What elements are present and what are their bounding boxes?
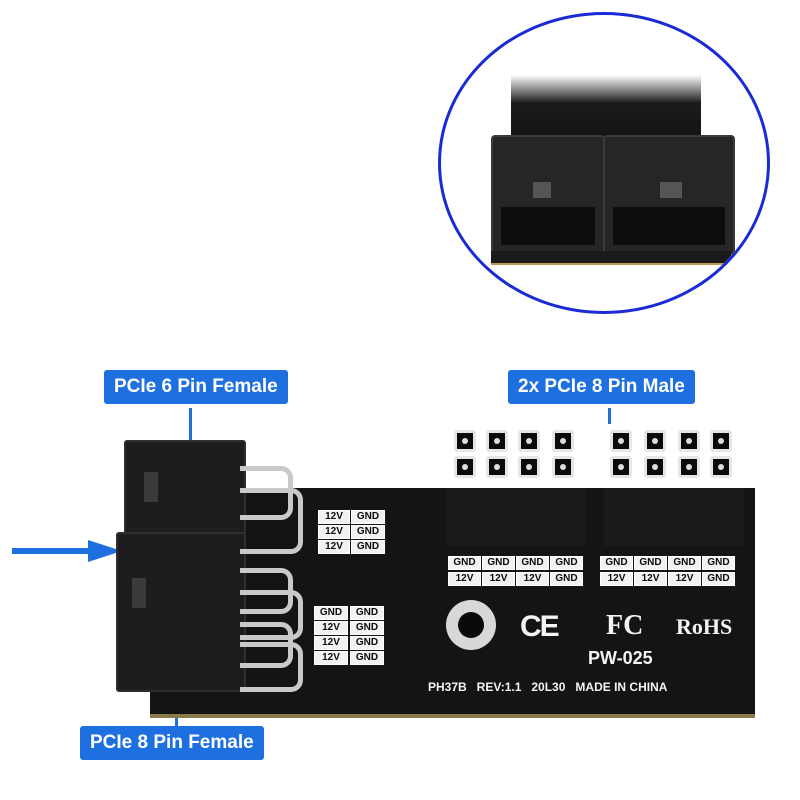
pin-label: GND (600, 556, 633, 570)
zoom-6pin-connector (491, 135, 605, 255)
board-info-line: PH37B REV:1.1 20L30 MADE IN CHINA (428, 680, 668, 694)
pin-label: 12V (668, 572, 701, 586)
pin (486, 430, 508, 452)
pin (644, 456, 666, 478)
pin (678, 456, 700, 478)
pin-label: GND (550, 556, 583, 570)
callout-8pin-female: PCIe 8 Pin Female (80, 726, 264, 760)
callout-leader-8pin-male (608, 408, 611, 424)
pin (486, 456, 508, 478)
pin-label: GND (702, 572, 735, 586)
zoom-inset-circle (438, 12, 770, 314)
pin-label: 12V (448, 572, 481, 586)
callout-6pin-female: PCIe 6 Pin Female (104, 370, 288, 404)
pin-label: 12V (482, 572, 515, 586)
pin-label: GND (668, 556, 701, 570)
pin-label: GND (702, 556, 735, 570)
pin-label: 12V (314, 621, 348, 635)
pin (454, 430, 476, 452)
bent-pin (240, 590, 303, 640)
pin-label: 12V (318, 540, 350, 554)
fc-mark-icon: FC (606, 610, 644, 641)
bent-pin (240, 488, 303, 554)
pin-label: GND (350, 606, 384, 620)
board-model: PW-025 (588, 648, 653, 668)
ce-mark-icon: CE (520, 610, 560, 643)
pin-label: GND (448, 556, 481, 570)
pin (678, 430, 700, 452)
zoom-board-edge (491, 251, 731, 265)
pin-label: GND (351, 510, 385, 524)
pin (552, 430, 574, 452)
pin-label: GND (350, 651, 384, 665)
pin (552, 456, 574, 478)
zoom-8pin-connector (603, 135, 735, 255)
pin-label: GND (634, 556, 667, 570)
pin (710, 456, 732, 478)
pin-label: 12V (516, 572, 549, 586)
callout-leader-6pin (189, 408, 192, 444)
pin (518, 430, 540, 452)
pin (610, 456, 632, 478)
pin-label: 12V (314, 651, 348, 665)
pin-label: 12V (318, 525, 350, 539)
bent-pin (240, 466, 293, 520)
pin-label: 12V (318, 510, 350, 524)
male-8pin-right (604, 424, 744, 546)
pin (710, 430, 732, 452)
pin-label: GND (350, 636, 384, 650)
pcb-top-extension (440, 488, 755, 498)
pin-label: GND (314, 606, 348, 620)
pin-label: GND (516, 556, 549, 570)
pin (518, 456, 540, 478)
rohs-mark-icon: RoHS (676, 614, 733, 639)
pin-label: GND (550, 572, 583, 586)
arrow-right-icon (12, 540, 122, 567)
pin (454, 456, 476, 478)
pin-label: 12V (600, 572, 633, 586)
male-8pin-left (446, 424, 586, 546)
cable-bundle (511, 75, 701, 145)
female-8pin-housing (116, 532, 246, 692)
pin-label: GND (351, 525, 385, 539)
callout-8pin-male: 2x PCIe 8 Pin Male (508, 370, 695, 404)
pin-label: 12V (314, 636, 348, 650)
pin (644, 430, 666, 452)
pin (610, 430, 632, 452)
pin-label: GND (350, 621, 384, 635)
pin-label: GND (351, 540, 385, 554)
mounting-hole (446, 600, 496, 650)
pin-label: 12V (634, 572, 667, 586)
pin-label: GND (482, 556, 515, 570)
female-6pin-housing (124, 440, 246, 536)
bent-pin (240, 642, 303, 692)
